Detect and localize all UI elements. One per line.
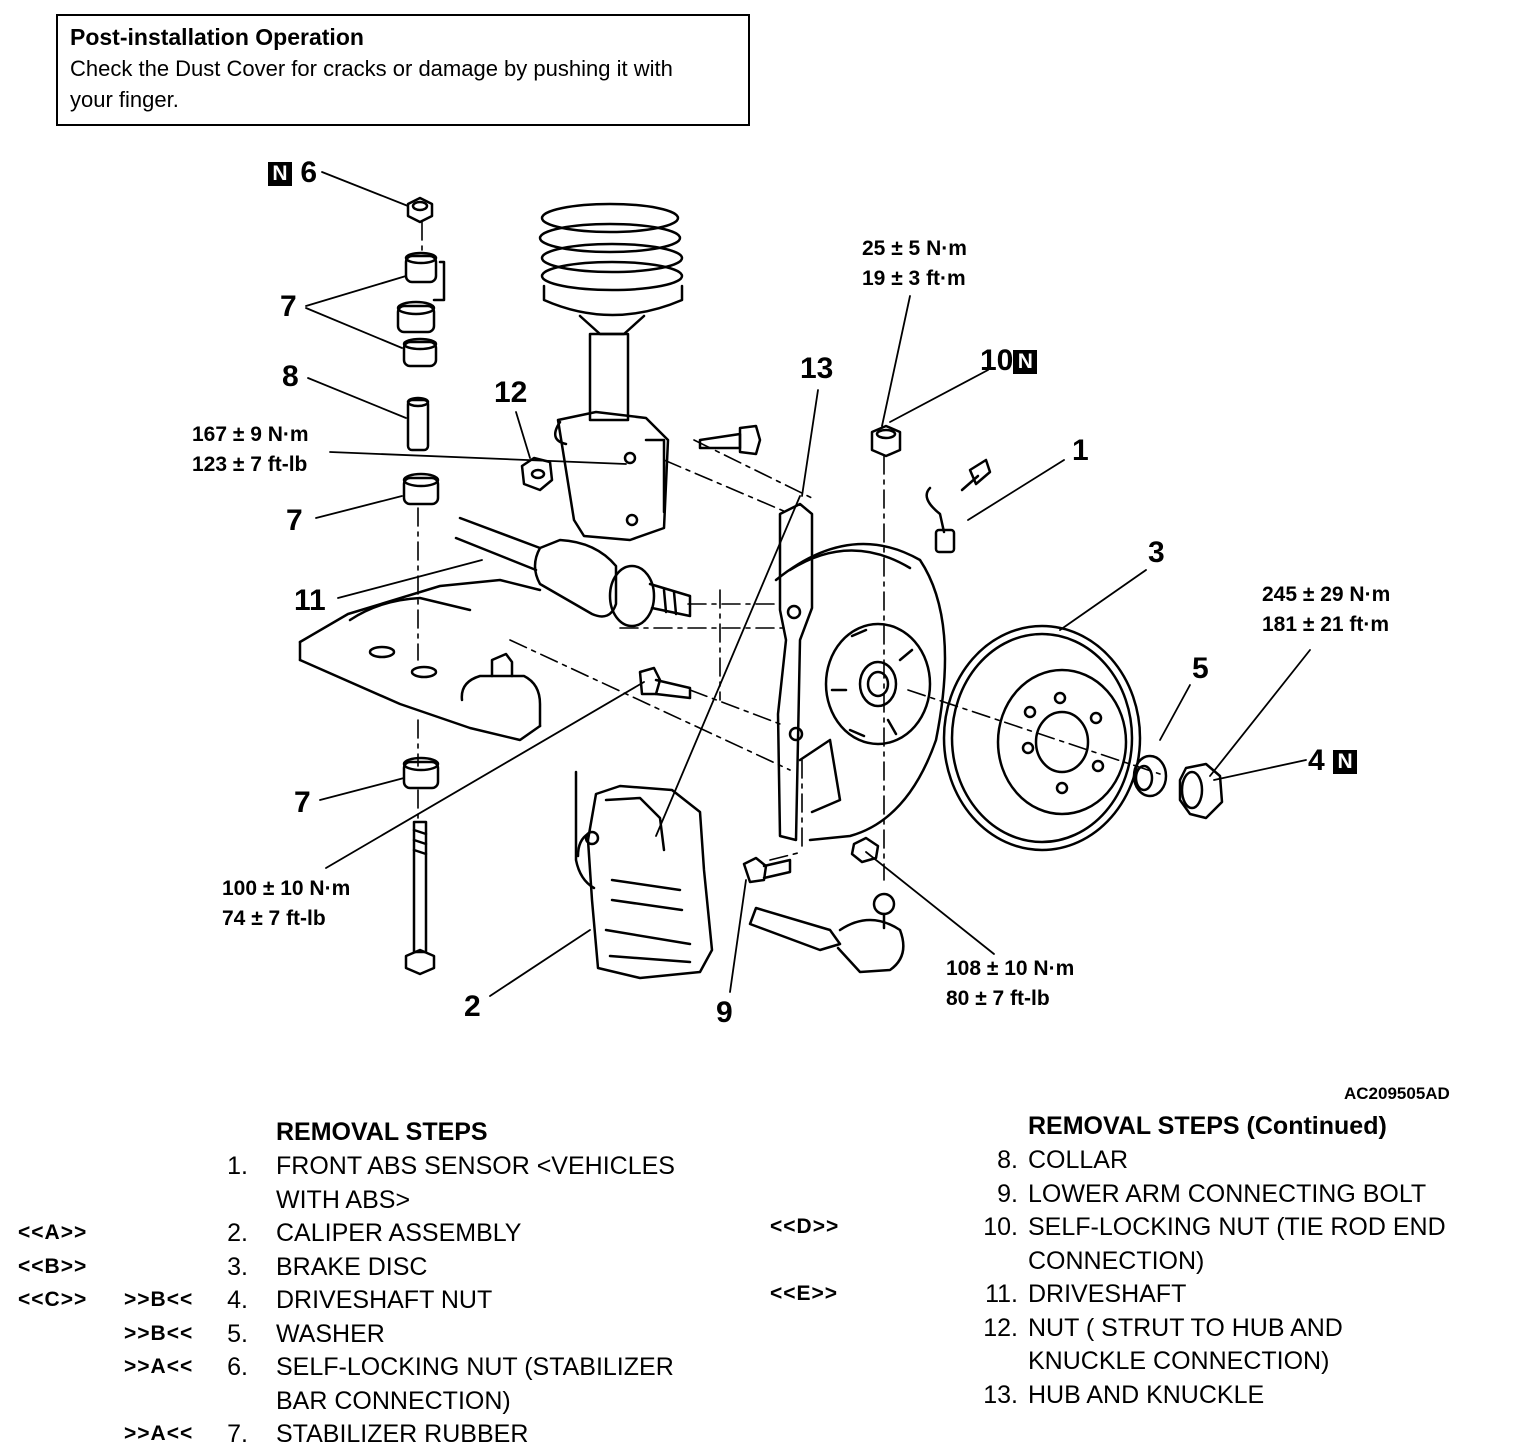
note-body: Check the Dust Cover for cracks or damag… bbox=[70, 56, 673, 112]
driveshaft-nut-4-shape bbox=[1178, 762, 1224, 820]
long-bolt-shape bbox=[404, 820, 436, 976]
step-text: DRIVESHAFT bbox=[1028, 1280, 1187, 1308]
step-number: 11. bbox=[985, 1280, 1018, 1308]
step-text: LOWER ARM CONNECTING BOLT bbox=[1028, 1179, 1427, 1208]
step-text: STABILIZER RUBBER bbox=[276, 1420, 529, 1448]
strut-assembly-shape bbox=[538, 202, 684, 542]
removal-steps-header-right: REMOVAL STEPS (Continued) bbox=[1028, 1112, 1387, 1140]
step-text: NUT ( STRUT TO HUB AND bbox=[1028, 1313, 1343, 1342]
abs-sensor-shape bbox=[925, 458, 992, 554]
new-part-badge: N bbox=[1013, 350, 1038, 375]
step-text: SELF-LOCKING NUT (TIE ROD END bbox=[1028, 1213, 1446, 1241]
step-code-left: <<B>> bbox=[18, 1254, 88, 1278]
callout-5: 5 bbox=[1192, 652, 1209, 685]
step-number: 10. bbox=[983, 1213, 1018, 1241]
step-number: 6. bbox=[227, 1353, 248, 1381]
step-number: 7. bbox=[227, 1420, 248, 1448]
callout-12: 12 bbox=[494, 376, 528, 409]
step-text: WASHER bbox=[276, 1319, 385, 1348]
step-number: 12. bbox=[983, 1313, 1018, 1342]
step-code-right: >>A<< bbox=[124, 1355, 194, 1378]
step-text-continued: KNUCKLE CONNECTION) bbox=[1028, 1347, 1330, 1375]
callout-6: N 6 bbox=[268, 156, 317, 190]
step-code-left: <<D>> bbox=[770, 1215, 840, 1238]
alignment-dashes bbox=[417, 221, 1161, 881]
collar-8-shape bbox=[406, 396, 430, 452]
note-title: Post-installation Operation bbox=[70, 24, 364, 50]
figure-id: AC209505AD bbox=[1344, 1084, 1450, 1103]
callout-7-middle: 7 bbox=[286, 504, 303, 537]
step-number: 2. bbox=[227, 1219, 248, 1247]
new-part-badge: N bbox=[1333, 750, 1358, 775]
nut-12-shape bbox=[520, 456, 554, 492]
hub-knuckle-shape bbox=[774, 502, 947, 842]
bolt-9-shape bbox=[742, 856, 792, 884]
step-code-left: <<A>> bbox=[18, 1221, 88, 1244]
driveshaft-shape bbox=[454, 516, 692, 628]
caliper-shape bbox=[574, 770, 714, 980]
tie-rod-shape bbox=[748, 892, 905, 974]
washer-5-shape bbox=[1132, 754, 1168, 798]
step-code-left: <<C>> bbox=[18, 1288, 88, 1311]
step-text: CALIPER ASSEMBLY bbox=[276, 1219, 522, 1247]
step-code-right: >>B<< bbox=[124, 1321, 194, 1345]
step-text-continued: CONNECTION) bbox=[1028, 1246, 1205, 1275]
brake-disc-shape bbox=[942, 624, 1142, 852]
removal-steps-header-left-bold: REMOVAL STEPS bbox=[276, 1118, 488, 1146]
step-text: SELF-LOCKING NUT (STABILIZER bbox=[276, 1353, 674, 1381]
step-number: 4. bbox=[227, 1286, 248, 1314]
step-text: HUB AND KNUCKLE bbox=[1028, 1380, 1265, 1409]
new-part-badge: N bbox=[268, 162, 292, 187]
step-code-right: >>A<< bbox=[124, 1422, 194, 1445]
step-text: COLLAR bbox=[1028, 1146, 1129, 1174]
callout-9: 9 bbox=[716, 996, 733, 1029]
step-code-left: <<E>> bbox=[770, 1282, 839, 1305]
step-text-continued: BAR CONNECTION) bbox=[276, 1386, 511, 1415]
callout-11: 11 bbox=[294, 584, 326, 617]
callout-4: 4 N bbox=[1308, 744, 1358, 778]
callout-8: 8 bbox=[282, 360, 299, 393]
callout-7-lower: 7 bbox=[294, 786, 311, 819]
callout-2: 2 bbox=[464, 990, 481, 1023]
step-text: BRAKE DISC bbox=[276, 1252, 428, 1281]
step-number: 8. bbox=[997, 1146, 1018, 1174]
step-text-continued: WITH ABS> bbox=[276, 1185, 411, 1214]
tie-rod-nut-shape bbox=[850, 836, 880, 864]
step-number: 1. bbox=[227, 1152, 248, 1180]
callout-7-upper: 7 bbox=[280, 290, 297, 323]
leader-lines bbox=[305, 171, 1311, 997]
strut-bolt-shape bbox=[698, 424, 762, 456]
step-text: FRONT ABS SENSOR <VEHICLES bbox=[276, 1152, 675, 1180]
nut-6-shape bbox=[406, 196, 434, 224]
callout-13: 13 bbox=[800, 352, 834, 385]
step-number: 9. bbox=[997, 1179, 1018, 1208]
nut-10-shape bbox=[870, 424, 902, 458]
step-code-right: >>B<< bbox=[124, 1288, 194, 1311]
post-installation-note: Post-installation Operation Check the Du… bbox=[56, 14, 750, 126]
stabilizer-rubber-shapes bbox=[396, 251, 446, 790]
step-number: 5. bbox=[227, 1319, 248, 1348]
callout-1: 1 bbox=[1072, 434, 1089, 467]
callout-3: 3 bbox=[1148, 536, 1165, 569]
step-number: 13. bbox=[983, 1380, 1018, 1409]
step-text: DRIVESHAFT NUT bbox=[276, 1286, 493, 1314]
lower-arm-bolt-shape bbox=[638, 666, 692, 700]
step-number: 3. bbox=[227, 1252, 248, 1281]
lower-arm-shape bbox=[298, 578, 542, 742]
